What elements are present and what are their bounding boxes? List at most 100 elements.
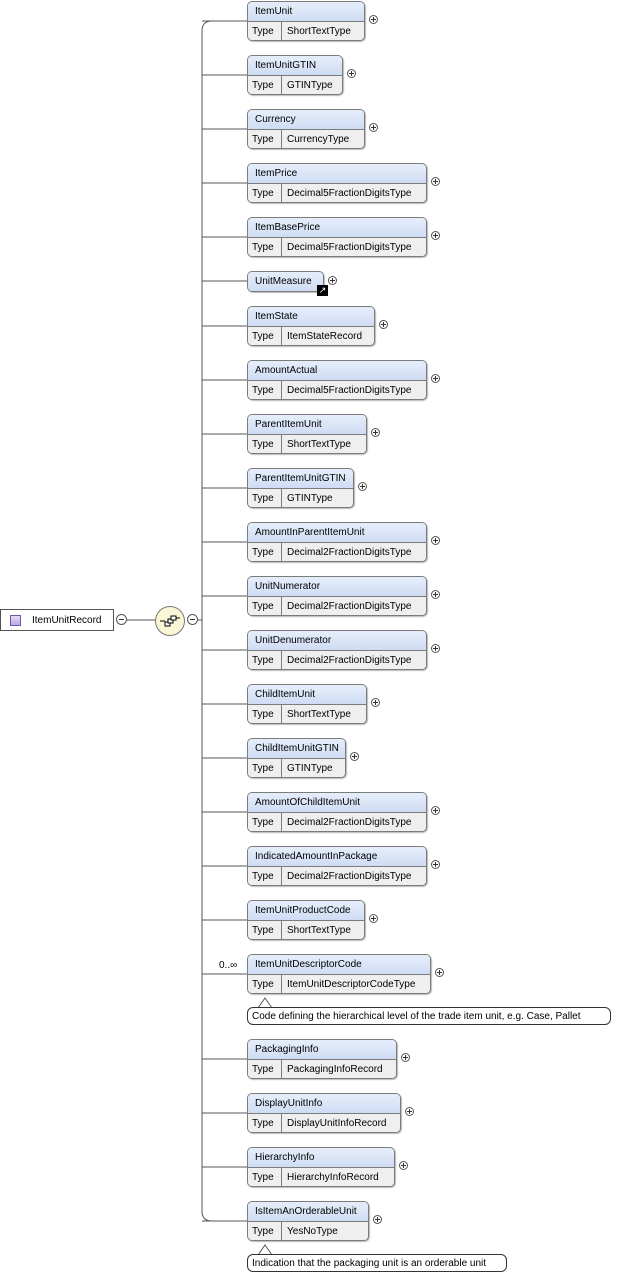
type-label: Type: [248, 759, 282, 777]
type-value: ShortTextType: [287, 439, 351, 450]
element-name: ItemUnit: [248, 2, 364, 22]
element-name: ItemBasePrice: [248, 218, 426, 238]
type-label: Type: [248, 1168, 282, 1186]
expand-packaginginfo-button[interactable]: [401, 1053, 410, 1062]
expand-unitnumerator-button[interactable]: [431, 590, 440, 599]
expand-displayunitinfo-button[interactable]: [405, 1107, 414, 1116]
expand-itemprice-button[interactable]: [431, 177, 440, 186]
expand-childitemunit-button[interactable]: [371, 698, 380, 707]
expand-indicatedamountinpackage-button[interactable]: [431, 860, 440, 869]
type-value: ItemUnitDescriptorCodeType: [287, 979, 416, 990]
occurrence-label: 0..∞: [219, 960, 238, 971]
type-value: Decimal2FractionDigitsType: [287, 817, 412, 828]
expand-parentitemunitgtin-button[interactable]: [358, 482, 367, 491]
type-value: PackagingInfoRecord: [287, 1064, 383, 1075]
type-label: Type: [248, 543, 282, 561]
element-name: ChildItemUnit: [248, 685, 366, 705]
element-name: ItemPrice: [248, 164, 426, 184]
type-label: Type: [248, 651, 282, 669]
element-name: UnitNumerator: [248, 577, 426, 597]
expand-hierarchyinfo-button[interactable]: [399, 1161, 408, 1170]
root-collapse-button[interactable]: [116, 614, 127, 625]
expand-childitemunitgtin-button[interactable]: [350, 752, 359, 761]
annotation-note: Indication that the packaging unit is an…: [247, 1254, 507, 1272]
expand-itembaseprice-button[interactable]: [431, 231, 440, 240]
type-value: Decimal5FractionDigitsType: [287, 242, 412, 253]
sequence-collapse-button[interactable]: [187, 614, 198, 625]
expand-itemunit-button[interactable]: [369, 15, 378, 24]
type-label: Type: [248, 184, 282, 202]
expand-itemunitproductcode-button[interactable]: [369, 914, 378, 923]
sequence-spine: [201, 20, 213, 1222]
type-label: Type: [248, 1114, 282, 1132]
expand-amountactual-button[interactable]: [431, 374, 440, 383]
expand-unitmeasure-button[interactable]: [328, 276, 337, 285]
type-label: Type: [248, 1222, 282, 1240]
type-label: Type: [248, 238, 282, 256]
element-name: DisplayUnitInfo: [248, 1094, 400, 1114]
root-element[interactable]: ItemUnitRecord: [0, 609, 114, 631]
element-unitmeasure[interactable]: UnitMeasure: [247, 271, 324, 292]
sequence-icon: [160, 615, 180, 627]
element-name: ParentItemUnitGTIN: [248, 469, 353, 489]
annotation-tail: [257, 1244, 273, 1256]
type-row: Type Decimal5FractionDigitsType: [248, 238, 426, 256]
type-value: GTINType: [287, 493, 333, 504]
expand-unitdenumerator-button[interactable]: [431, 644, 440, 653]
expand-itemunitdescriptorcode-button[interactable]: [435, 968, 444, 977]
type-value: HierarchyInfoRecord: [287, 1172, 379, 1183]
root-element-label: ItemUnitRecord: [32, 614, 102, 626]
expand-itemstate-button[interactable]: [379, 320, 388, 329]
element-name: IndicatedAmountInPackage: [248, 847, 426, 867]
type-label: Type: [248, 435, 282, 453]
expand-parentitemunit-button[interactable]: [371, 428, 380, 437]
type-value: Decimal2FractionDigitsType: [287, 601, 412, 612]
element-name: Currency: [248, 110, 364, 130]
sequence-compositor[interactable]: [155, 606, 185, 636]
expand-currency-button[interactable]: [369, 123, 378, 132]
type-label: Type: [248, 130, 282, 148]
type-value: ShortTextType: [287, 709, 351, 720]
type-row: Type HierarchyInfoRecord: [248, 1168, 394, 1186]
expand-isitemanorderableunit-button[interactable]: [373, 1215, 382, 1224]
element-name: ItemUnitGTIN: [248, 56, 342, 76]
annotation-note: Code defining the hierarchical level of …: [247, 1007, 611, 1025]
expand-itemunitgtin-button[interactable]: [347, 69, 356, 78]
expand-amountofchilditemunit-button[interactable]: [431, 806, 440, 815]
type-value: Decimal2FractionDigitsType: [287, 547, 412, 558]
expand-amountinparentitemunit-button[interactable]: [431, 536, 440, 545]
